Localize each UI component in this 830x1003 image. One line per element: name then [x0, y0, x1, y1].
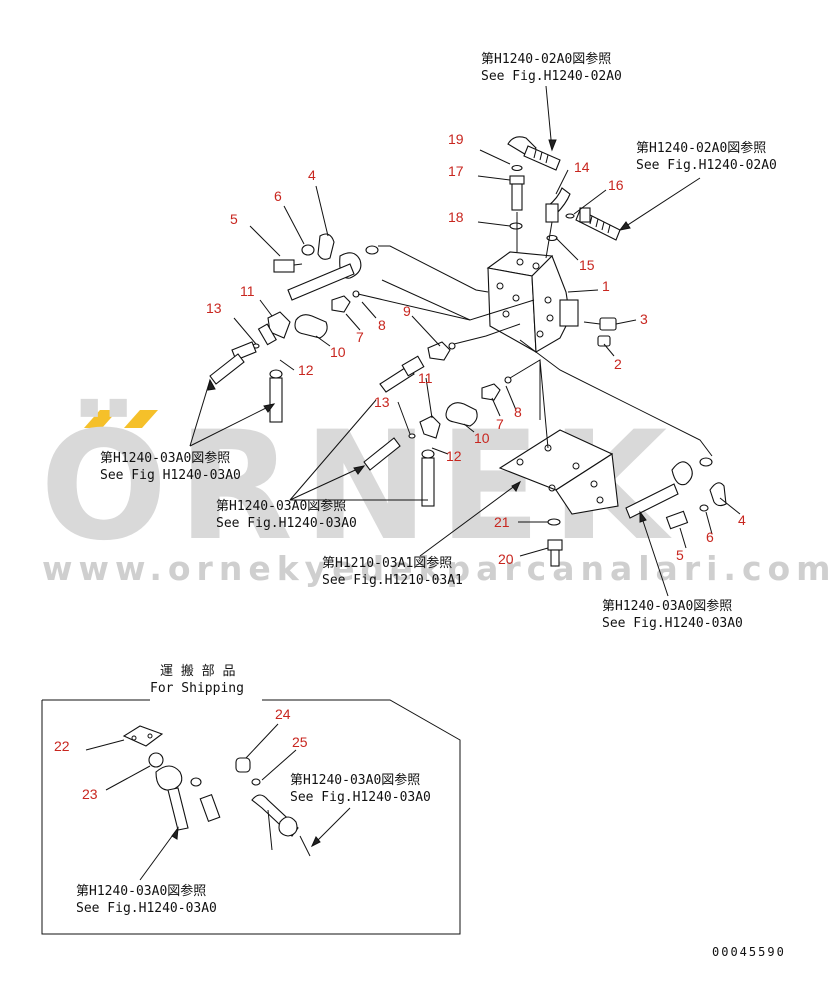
callout-leaders — [233, 149, 741, 557]
mounting-bracket — [498, 339, 713, 515]
watermark-accent — [84, 410, 118, 428]
callout: 19 — [448, 131, 464, 147]
callout: 7 — [356, 329, 364, 345]
shipping-box — [41, 699, 461, 935]
callout: 24 — [275, 706, 291, 722]
ref-en: See Fig.H1210-03A1 — [322, 573, 463, 588]
callout: 21 — [494, 514, 510, 530]
plugs — [583, 317, 617, 347]
ref-jp: 第H1240-02A0図参照 — [636, 140, 766, 156]
callout: 23 — [82, 786, 98, 802]
ref-en: See Fig.H1240-03A0 — [216, 516, 357, 531]
callout: 10 — [474, 430, 490, 446]
callout-numbers: 19 17 18 14 16 15 1 3 2 4 6 5 11 13 12 1… — [54, 131, 746, 802]
ref-en: See Fig.H1240-03A0 — [290, 790, 431, 805]
callout: 9 — [403, 303, 411, 319]
ref-jp: 第H1240-03A0図参照 — [290, 772, 420, 788]
ref-jp: 第H1240-03A0図参照 — [100, 450, 230, 466]
reference-leaders — [189, 85, 701, 597]
hose-group-left — [209, 279, 535, 423]
shipping-title-jp: 運 搬 部 品 — [160, 664, 235, 679]
shipping-title-en: For Shipping — [150, 681, 244, 696]
callout: 4 — [308, 167, 316, 183]
callout: 25 — [292, 734, 308, 750]
ref-en: See Fig H1240-03A0 — [100, 468, 241, 483]
ref-en: See Fig.H1240-02A0 — [636, 158, 777, 173]
ref-jp: 第H1240-03A0図参照 — [76, 883, 206, 899]
callout: 12 — [298, 362, 314, 378]
callout: 11 — [418, 370, 433, 386]
ref-jp: 第H1240-03A0図参照 — [216, 498, 346, 514]
callout: 4 — [738, 512, 746, 528]
ref-jp: 第H1240-03A0図参照 — [602, 598, 732, 614]
callout: 16 — [608, 177, 624, 193]
watermark-url: www.ornekyedekparcanalari.com.tr — [42, 549, 830, 588]
callout: 1 — [602, 278, 610, 294]
shipping-title: 運 搬 部 品 For Shipping — [150, 664, 244, 696]
callout: 7 — [496, 416, 504, 432]
callout: 15 — [579, 257, 595, 273]
callout: 5 — [230, 211, 238, 227]
callout: 8 — [514, 404, 522, 420]
ref-jp: 第H1240-02A0図参照 — [481, 51, 611, 67]
callout: 6 — [706, 529, 714, 545]
callout: 5 — [676, 547, 684, 563]
hose-group-middle — [363, 323, 541, 507]
callout: 6 — [274, 188, 282, 204]
callout: 18 — [448, 209, 464, 225]
ref-en: See Fig.H1240-03A0 — [602, 616, 743, 631]
ref-jp: 第H1210-03A1図参照 — [322, 555, 452, 571]
callout: 17 — [448, 163, 464, 179]
callout: 14 — [574, 159, 590, 175]
callout: 13 — [374, 394, 390, 410]
flange-upper-left — [273, 233, 489, 301]
reference-labels: 第H1240-02A0図参照 See Fig.H1240-02A0 第H1240… — [76, 51, 777, 916]
callout: 13 — [206, 300, 222, 316]
drawing-code: 00045590 — [712, 945, 786, 959]
callout: 10 — [330, 344, 346, 360]
bolt-washer — [547, 518, 563, 567]
callout: 3 — [640, 311, 648, 327]
valve-block — [486, 251, 579, 353]
ref-en: See Fig.H1240-03A0 — [76, 901, 217, 916]
callout: 8 — [378, 317, 386, 333]
fitting-group-top — [507, 136, 561, 252]
ref-en: See Fig.H1240-02A0 — [481, 69, 622, 84]
callout: 2 — [614, 356, 622, 372]
flange-right — [625, 457, 727, 530]
callout: 11 — [240, 283, 255, 299]
callout: 12 — [446, 448, 462, 464]
callout: 22 — [54, 738, 70, 754]
callout: 20 — [498, 551, 514, 567]
fitting-group-right — [545, 187, 621, 259]
watermark-accent — [124, 410, 158, 428]
